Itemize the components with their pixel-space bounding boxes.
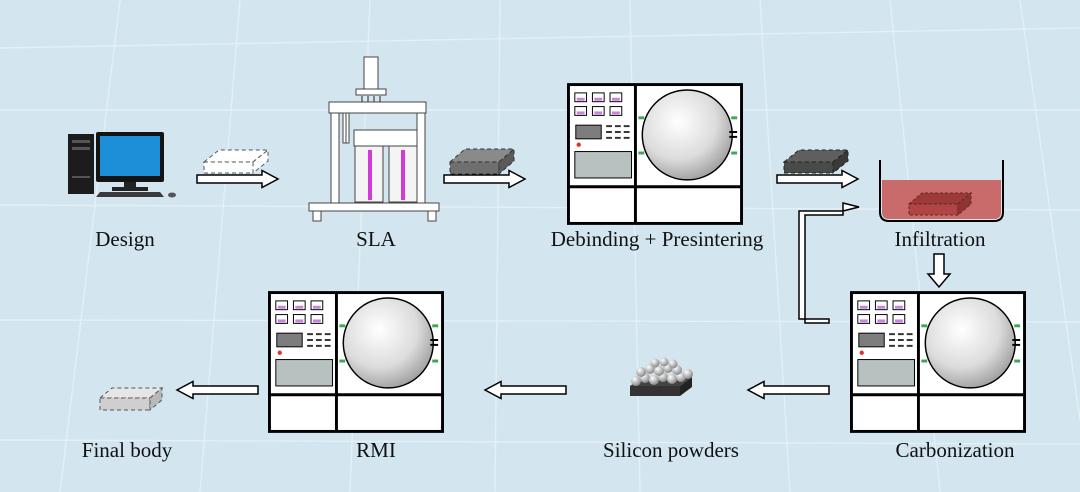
arrow-right-icon	[196, 169, 279, 189]
final-block	[98, 386, 164, 412]
arrow-right-icon	[776, 169, 859, 189]
label-final-body: Final body	[81, 438, 173, 462]
furnace-icon	[268, 291, 444, 433]
arrow-down-icon	[926, 253, 952, 289]
label-sla: SLA	[356, 227, 396, 251]
presintered-block	[782, 148, 850, 175]
arrow-left-icon	[747, 380, 830, 400]
label-rmi: RMI	[356, 438, 396, 462]
label-carbonization: Carbonization	[895, 438, 1015, 462]
printed-block	[448, 147, 516, 176]
sla-printer-icon	[308, 56, 440, 222]
computer-icon	[68, 132, 176, 198]
label-debinding: Debinding + Presintering	[550, 227, 764, 251]
arrow-left-icon	[484, 380, 567, 400]
label-silicon-powders: Silicon powders	[603, 438, 739, 462]
infiltration-bath-icon	[879, 160, 1004, 222]
recycle-arrow-icon	[798, 202, 860, 324]
furnace-icon	[850, 291, 1026, 433]
label-design: Design	[95, 227, 155, 251]
silicon-powder-icon	[630, 357, 693, 396]
green-body-block	[202, 148, 270, 175]
arrow-left-icon	[176, 380, 259, 400]
label-infiltration: Infiltration	[894, 227, 986, 251]
furnace-icon	[567, 83, 743, 225]
